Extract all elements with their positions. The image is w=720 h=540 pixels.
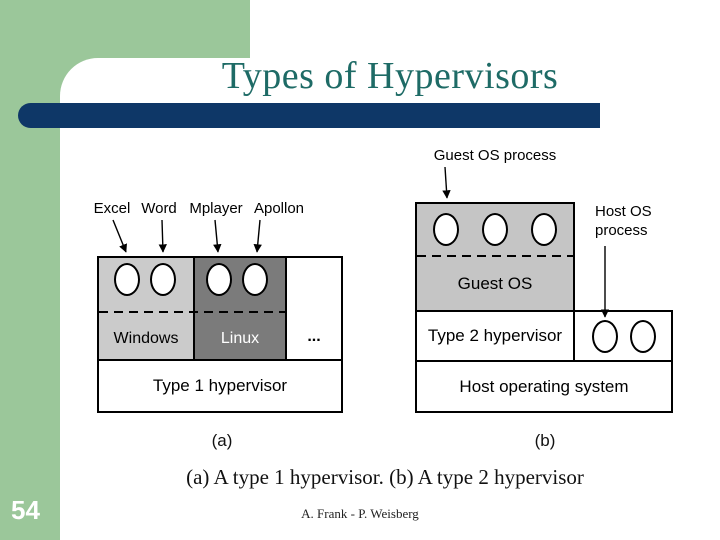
other-os-section: ...: [287, 258, 341, 359]
windows-label: Windows: [113, 330, 179, 347]
guest-os-box: Guest OS: [415, 202, 575, 312]
linux-label: Linux: [220, 330, 260, 347]
app-label-excel: Excel: [93, 200, 131, 217]
fig-tag-a: (a): [211, 431, 233, 450]
process-oval: [242, 263, 268, 296]
app-label-word: Word: [141, 200, 177, 217]
guest-os-label: Guest OS: [457, 274, 533, 293]
process-oval: [206, 263, 232, 296]
host-os-label: Host operating system: [459, 376, 629, 396]
process-oval: [433, 213, 459, 246]
host-os-process-label: Host OS process: [595, 203, 652, 239]
process-oval: [482, 213, 508, 246]
footer-credit: A. Frank - P. Weisberg: [301, 506, 419, 521]
navy-accent-bar: [18, 103, 600, 128]
host-process-box: [573, 310, 673, 362]
process-oval: [150, 263, 176, 296]
host-os-box: Host operating system: [415, 360, 673, 413]
guest-os-process-label: Guest OS process: [433, 147, 557, 164]
process-oval: [531, 213, 557, 246]
slide-title: Types of Hypervisors: [221, 55, 559, 97]
figure-caption: (a) A type 1 hypervisor. (b) A type 2 hy…: [186, 465, 584, 489]
app-label-apollon: Apollon: [253, 200, 305, 217]
type1-os-box: Windows Linux ...: [97, 256, 343, 361]
ellipsis-label: ...: [307, 328, 321, 345]
linux-section: Linux: [195, 258, 287, 359]
type2-hypervisor-label: Type 2 hypervisor: [427, 326, 563, 345]
process-oval: [630, 320, 656, 353]
process-oval: [114, 263, 140, 296]
app-label-mplayer: Mplayer: [189, 200, 243, 217]
green-sidebar: [0, 0, 60, 540]
type1-hypervisor-box: Type 1 hypervisor: [97, 359, 343, 413]
type2-hypervisor-box: Type 2 hypervisor: [415, 310, 575, 362]
page-number: 54: [11, 495, 40, 525]
type1-hypervisor-label: Type 1 hypervisor: [152, 376, 288, 395]
fig-tag-b: (b): [534, 431, 556, 450]
process-oval: [592, 320, 618, 353]
windows-section: Windows: [99, 258, 195, 359]
